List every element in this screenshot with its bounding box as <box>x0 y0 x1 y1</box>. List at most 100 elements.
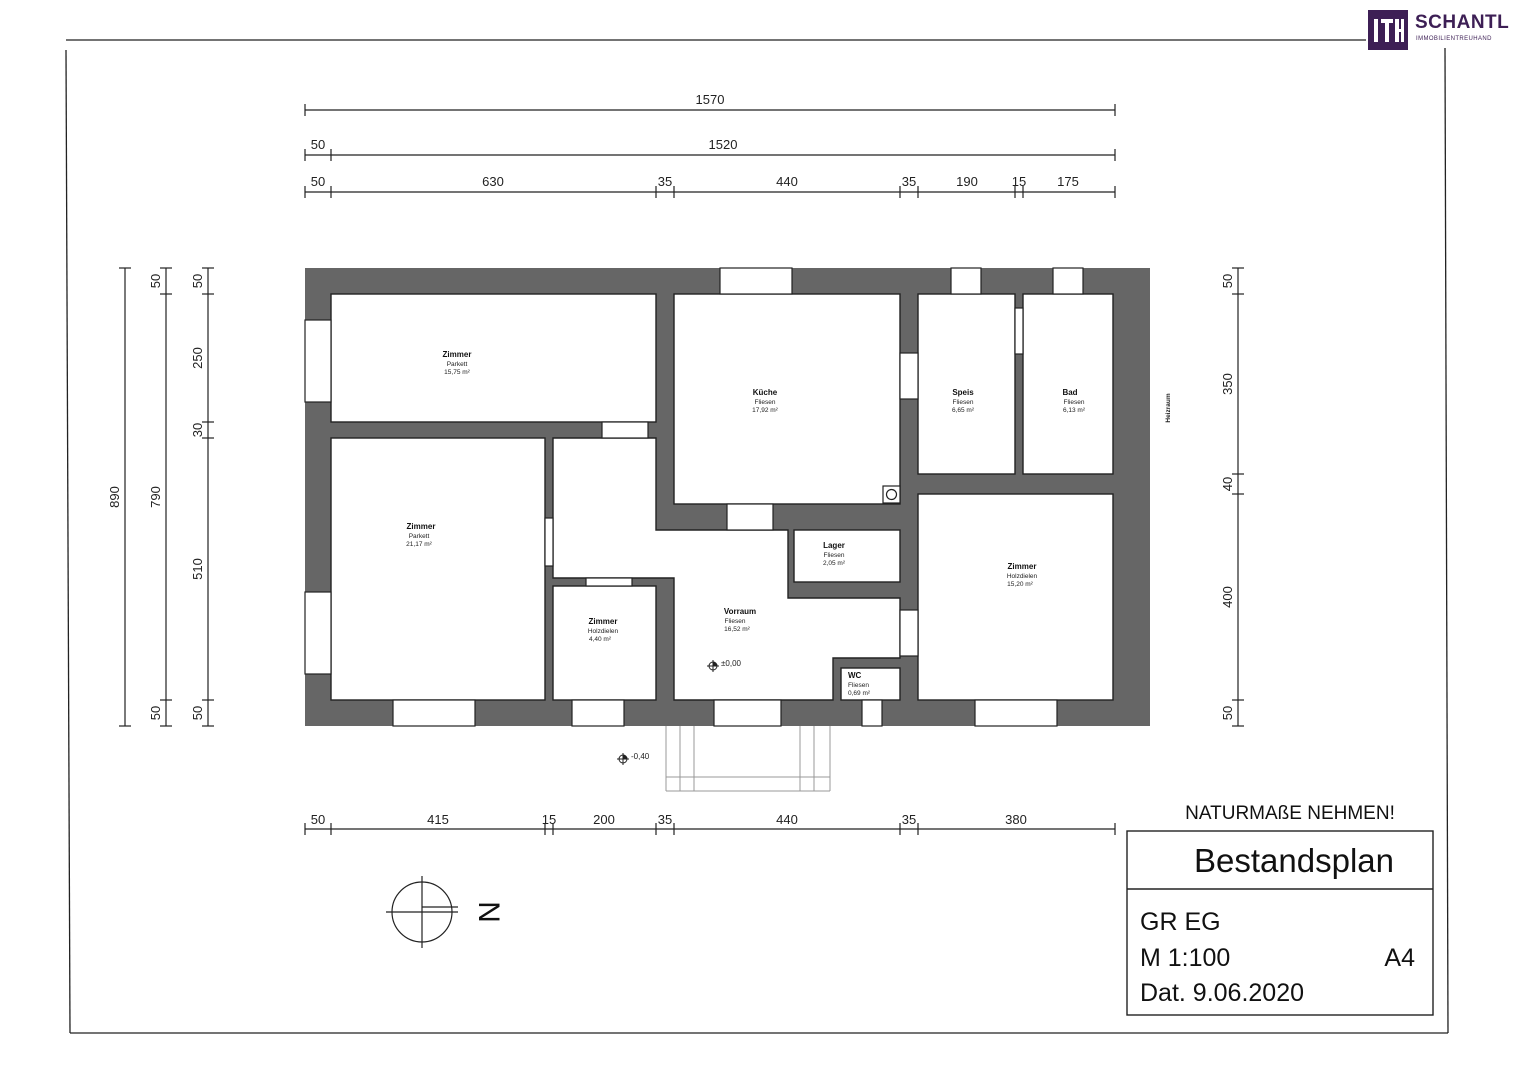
dim-bottom-8: 380 <box>1005 812 1027 827</box>
room-label-speis: Speis Fliesen 6,65 m² <box>952 388 975 414</box>
dim-top-row2-2: 1520 <box>709 137 738 152</box>
logo-mark <box>1368 10 1408 50</box>
dim-top-row3-1: 50 <box>311 174 325 189</box>
dim-bottom-6: 440 <box>776 812 798 827</box>
room-interiors <box>330 293 1114 701</box>
dim-right-5: 50 <box>1220 706 1235 720</box>
dim-top-row2-1: 50 <box>311 137 325 152</box>
svg-text:6,13 m²: 6,13 m² <box>1063 407 1086 414</box>
dim-top-row3-8: 175 <box>1057 174 1079 189</box>
svg-text:6,65 m²: 6,65 m² <box>952 407 975 414</box>
dim-left-inner-4: 510 <box>190 558 205 580</box>
dim-top-row3-4: 440 <box>776 174 798 189</box>
svg-text:Vorraum: Vorraum <box>724 607 756 616</box>
dim-top-row3-2: 630 <box>482 174 504 189</box>
dim-right-4: 400 <box>1220 586 1235 608</box>
dim-bottom-3: 15 <box>542 812 556 827</box>
dim-left-inner-1: 50 <box>190 274 205 288</box>
logo-name: SCHANTL <box>1415 12 1510 33</box>
svg-text:Speis: Speis <box>952 388 974 397</box>
svg-text:Lager: Lager <box>823 541 845 550</box>
level-marker-inside <box>707 660 719 672</box>
room-label-zimmer-4: Zimmer Holzdielen 4,40 m² <box>588 617 619 643</box>
title-block-title: Bestandsplan <box>1194 842 1394 879</box>
dim-left-inner-2: 250 <box>190 347 205 369</box>
dim-bottom-2: 415 <box>427 812 449 827</box>
svg-text:Zimmer: Zimmer <box>443 350 472 359</box>
dim-bottom-7: 35 <box>902 812 916 827</box>
dims-bottom <box>304 823 1116 835</box>
title-block <box>1126 830 1434 1016</box>
north-arrow-icon <box>386 876 458 948</box>
dim-left-mid-2: 790 <box>148 486 163 508</box>
svg-text:Zimmer: Zimmer <box>589 617 618 626</box>
dims-right <box>1232 267 1244 727</box>
svg-text:15,75 m²: 15,75 m² <box>444 369 470 376</box>
wall-openings <box>304 267 1084 727</box>
svg-text:16,52 m²: 16,52 m² <box>724 626 750 633</box>
dim-top-row3-3: 35 <box>658 174 672 189</box>
level-inside-label: ±0,00 <box>721 659 742 668</box>
dim-left-inner-3: 30 <box>190 423 205 437</box>
level-marker-outside <box>617 753 629 765</box>
svg-text:Fliesen: Fliesen <box>824 552 845 559</box>
svg-text:21,17 m²: 21,17 m² <box>406 541 432 548</box>
title-block-paper: A4 <box>1384 944 1415 972</box>
dims-top <box>304 104 1116 198</box>
dim-left-inner-5: 50 <box>190 706 205 720</box>
room-label-vorraum: Vorraum Fliesen 16,52 m² <box>724 607 756 633</box>
room-label-zimmer-1: Zimmer Parkett 15,75 m² <box>443 350 472 376</box>
svg-text:4,40 m²: 4,40 m² <box>589 636 612 643</box>
chimney-icon <box>885 488 898 501</box>
svg-text:Fliesen: Fliesen <box>953 399 974 406</box>
svg-text:Holzdielen: Holzdielen <box>1007 573 1038 580</box>
svg-text:Fliesen: Fliesen <box>755 399 776 406</box>
room-label-zimmer-3: Zimmer Holzdielen 15,20 m² <box>1007 562 1038 588</box>
svg-text:Holzdielen: Holzdielen <box>588 628 619 635</box>
svg-text:Zimmer: Zimmer <box>407 522 436 531</box>
dim-bottom-4: 200 <box>593 812 615 827</box>
dim-right-1: 50 <box>1220 274 1235 288</box>
logo-subtitle: IMMOBILIENTREUHAND <box>1416 36 1492 42</box>
north-label: N <box>472 901 505 923</box>
dim-top-row3-5: 35 <box>902 174 916 189</box>
svg-text:WC: WC <box>848 671 862 680</box>
room-label-bad: Bad Fliesen 6,13 m² <box>1062 388 1085 414</box>
svg-text:2,05 m²: 2,05 m² <box>823 560 846 567</box>
level-outside-label: -0,40 <box>631 752 650 761</box>
dim-bottom-1: 50 <box>311 812 325 827</box>
svg-text:17,92 m²: 17,92 m² <box>752 407 778 414</box>
label-heizraum: Heizraum <box>1165 393 1172 422</box>
title-block-date: Dat. 9.06.2020 <box>1140 979 1304 1007</box>
note-measure: NATURMAßE NEHMEN! <box>1185 803 1395 824</box>
svg-text:Fliesen: Fliesen <box>1064 399 1085 406</box>
svg-text:0,69 m²: 0,69 m² <box>848 690 871 697</box>
dim-top-row3-7: 15 <box>1012 174 1026 189</box>
svg-text:Küche: Küche <box>753 388 778 397</box>
svg-text:15,20 m²: 15,20 m² <box>1007 581 1033 588</box>
entrance-steps <box>665 726 831 792</box>
title-block-floor: GR EG <box>1140 908 1221 936</box>
dim-bottom-5: 35 <box>658 812 672 827</box>
dim-right-3: 40 <box>1220 477 1235 491</box>
svg-text:Fliesen: Fliesen <box>725 618 746 625</box>
dim-top-row3-6: 190 <box>956 174 978 189</box>
dim-left-mid-3: 50 <box>148 706 163 720</box>
room-label-lager: Lager Fliesen 2,05 m² <box>823 541 846 567</box>
svg-text:Fliesen: Fliesen <box>848 682 869 689</box>
title-block-scale: M 1:100 <box>1140 944 1230 972</box>
dims-left <box>119 267 214 727</box>
dim-right-2: 350 <box>1220 373 1235 395</box>
room-label-wc: WC Fliesen 0,69 m² <box>848 671 871 697</box>
room-label-kueche: Küche Fliesen 17,92 m² <box>752 388 778 414</box>
svg-text:Parkett: Parkett <box>447 361 468 368</box>
sheet-frame <box>65 39 1449 1034</box>
dim-top-total: 1570 <box>696 92 725 107</box>
svg-text:Bad: Bad <box>1062 388 1077 397</box>
svg-text:Parkett: Parkett <box>409 533 430 540</box>
dim-left-mid-1: 50 <box>148 274 163 288</box>
svg-text:Zimmer: Zimmer <box>1008 562 1037 571</box>
room-label-zimmer-2: Zimmer Parkett 21,17 m² <box>406 522 435 548</box>
dim-left-total: 890 <box>107 486 122 508</box>
